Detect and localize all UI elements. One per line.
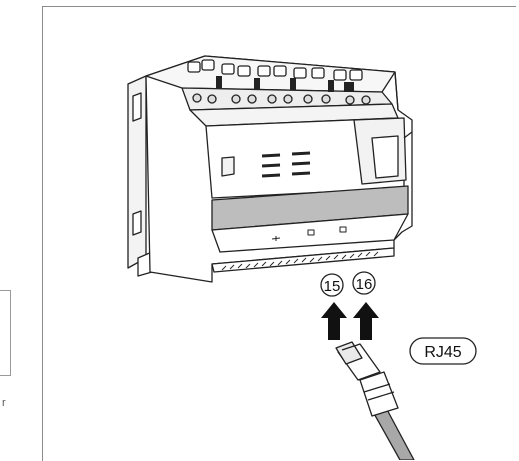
cropped-text-fragment: r [2,397,6,409]
arrow-up-icon [353,302,379,340]
figure-panel [42,6,516,461]
arrow-up-icon [321,302,347,340]
left-panel-fragment [0,290,11,376]
svg-text:15: 15 [324,278,341,295]
callout-16: 16 [352,271,376,295]
callout-15: 15 [320,273,344,297]
svg-text:16: 16 [356,276,373,293]
svg-text:RJ45: RJ45 [424,344,461,361]
rj45-cable [335,341,415,460]
din-rail-device [127,55,413,283]
rj45-label: RJ45 [409,337,477,365]
